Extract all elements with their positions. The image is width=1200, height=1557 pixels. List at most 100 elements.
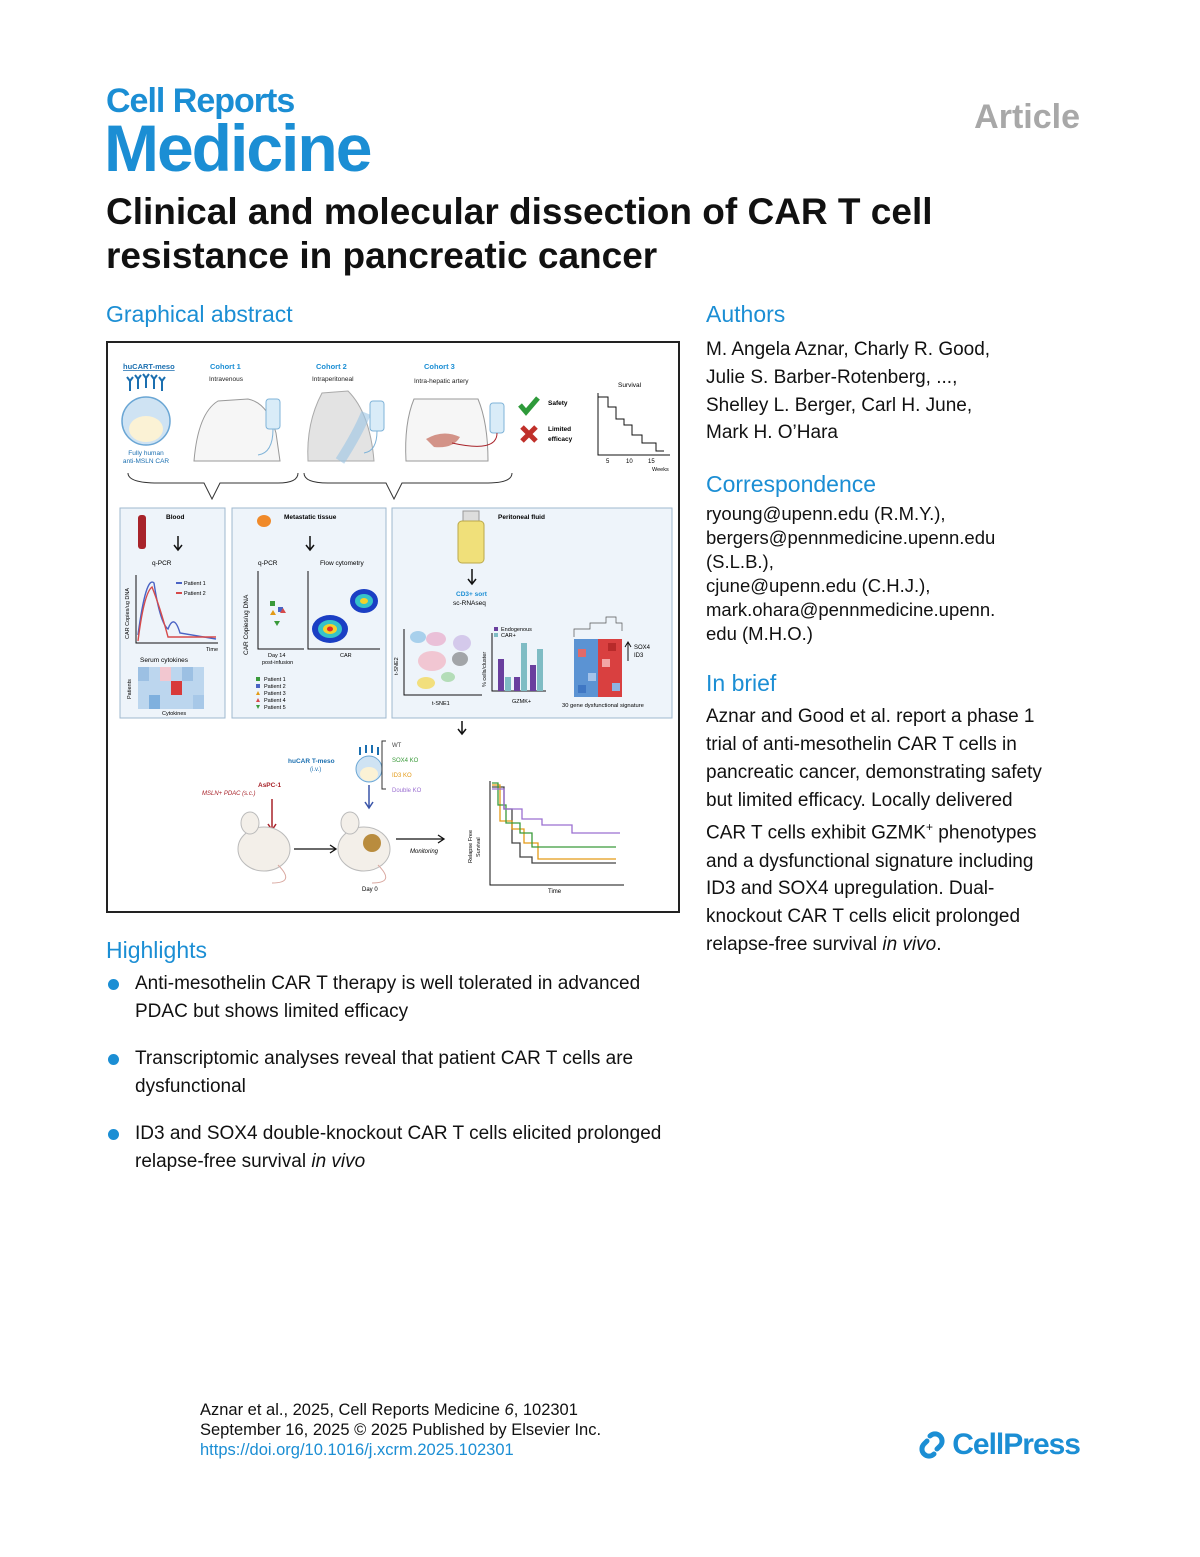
survival-tick-10: 10 xyxy=(626,459,633,465)
cohort-2-iv-bag xyxy=(369,400,385,432)
survival-tick-15: 15 xyxy=(648,459,655,465)
correspondence-line: (S.L.B.), xyxy=(706,551,774,573)
highlight-text: Transcriptomic analyses reveal that pati… xyxy=(135,1048,634,1097)
group-sox4: SOX4 KO xyxy=(392,758,419,764)
in-brief-period: . xyxy=(936,933,942,955)
cohort-3-iv-bag xyxy=(489,402,505,434)
metastatic-method-2: Flow cytometry xyxy=(320,560,364,567)
correspondence-line[interactable]: ryoung@upenn.edu (R.M.Y.), xyxy=(706,503,946,525)
tumor-label-2: MSLN+ PDAC (s.c.) xyxy=(202,791,256,797)
doi-link[interactable]: https://doi.org/10.1016/j.xcrm.2025.1023… xyxy=(200,1441,514,1459)
gene-sox4: SOX4 xyxy=(634,645,651,651)
graphical-abstract-heading: Graphical abstract xyxy=(106,301,293,327)
car-t-cell-icon xyxy=(121,373,171,446)
survival-title: Survival xyxy=(618,382,642,389)
author-line: Shelley L. Berger, Carl H. June, xyxy=(706,394,973,416)
cohort-2-abdomen xyxy=(307,390,375,462)
in-brief-line-text: relapse-free survival xyxy=(706,933,878,955)
authors-heading: Authors xyxy=(706,301,786,327)
in-brief-line: but limited efficacy. Locally delivered xyxy=(706,789,1013,811)
peritoneal-bottle-icon xyxy=(457,510,485,564)
mouse-2-icon xyxy=(337,811,391,884)
survival-axes xyxy=(597,393,670,456)
blood-tube-icon xyxy=(138,515,146,549)
cytokine-heatmap xyxy=(138,667,204,709)
invivo-cell-label-1: huCAR T-meso xyxy=(288,758,335,765)
journal-name-line-2: Medicine xyxy=(104,111,372,185)
article-title: Clinical and molecular dissection of CAR… xyxy=(106,191,933,276)
bar-legend-1: Endogenous xyxy=(501,627,532,633)
bullet-icon xyxy=(108,979,119,990)
metastatic-legend-3: Patient 3 xyxy=(264,691,286,697)
safety-label: Safety xyxy=(548,400,568,407)
cohort-3-route: Intra-hepatic artery xyxy=(414,378,469,385)
cytokine-xlabel: Cytokines xyxy=(162,711,186,717)
highlight-text: ID3 and SOX4 double-knockout CAR T cells… xyxy=(135,1123,662,1172)
check-icon xyxy=(518,396,540,416)
citation-prefix: Aznar et al., 2025, Cell Reports Medicin… xyxy=(200,1401,505,1419)
group-double: Double KO xyxy=(392,788,422,794)
highlight-text: Anti-mesothelin CAR T therapy is well to… xyxy=(135,973,641,1022)
product-label: huCART-meso xyxy=(123,362,175,371)
in-brief-line: and a dysfunctional signature including xyxy=(706,850,1034,872)
flow-axes xyxy=(307,571,380,650)
brace-cohort-2-3 xyxy=(303,472,513,501)
correspondence-line[interactable]: mark.ohara@pennmedicine.upenn. xyxy=(706,599,996,621)
bullet-icon xyxy=(108,1129,119,1140)
km-ylabel-1: Relapse Free xyxy=(468,830,474,863)
correspondence-line[interactable]: cjune@upenn.edu (C.H.J.), xyxy=(706,575,931,597)
blood-legend-2: Patient 2 xyxy=(184,591,206,597)
right-column: Authors M. Angela Aznar, Charly R. Good,… xyxy=(706,301,1086,959)
cohort-2-name: Cohort 2 xyxy=(316,362,347,371)
tissue-icon xyxy=(257,515,271,527)
flow-cytometry-plot xyxy=(312,589,378,643)
tsne-axes xyxy=(403,629,482,696)
metastatic-method-1: q-PCR xyxy=(258,560,278,567)
brace-cohort-1 xyxy=(127,472,299,501)
blood-method: q-PCR xyxy=(152,560,172,567)
blood-ylabel: CAR Copies/ug DNA xyxy=(125,588,131,639)
metastatic-axes xyxy=(257,571,304,650)
in-brief-line: Aznar and Good et al. report a phase 1 xyxy=(706,706,1035,728)
cellpress-logo: CellPress xyxy=(916,1428,1081,1462)
product-caption-2: anti-MSLN CAR xyxy=(123,458,170,465)
metastatic-xlabel-2: post-infusion xyxy=(262,660,293,666)
blood-patient-1-curve xyxy=(137,581,217,640)
product-caption-1: Fully human xyxy=(128,450,164,457)
correspondence-line[interactable]: edu (M.H.O.) xyxy=(706,623,813,645)
correspondence-line[interactable]: bergers@pennmedicine.upenn.edu xyxy=(706,527,996,549)
group-wt: WT xyxy=(392,743,402,749)
publication-date-line: September 16, 2025 © 2025 Published by E… xyxy=(200,1421,602,1439)
bullet-icon xyxy=(108,1054,119,1065)
highlight-item: Transcriptomic analyses reveal that pati… xyxy=(106,1045,696,1101)
sort-label: CD3+ sort xyxy=(456,591,488,598)
invivo-car-t-icon xyxy=(355,745,383,783)
citation-footer: Aznar et al., 2025, Cell Reports Medicin… xyxy=(200,1400,601,1460)
highlight-item: ID3 and SOX4 double-knockout CAR T cells… xyxy=(106,1120,696,1176)
cross-icon xyxy=(520,425,538,443)
gzmk-bars xyxy=(498,643,543,691)
monitoring-label: Monitoring xyxy=(410,849,439,855)
metastatic-title: Metastatic tissue xyxy=(284,514,337,521)
cohort-3-name: Cohort 3 xyxy=(424,362,455,371)
blood-xlabel: Time xyxy=(206,647,218,653)
cohort-1-name: Cohort 1 xyxy=(210,362,241,371)
citation-suffix: , 102301 xyxy=(513,1401,578,1419)
cellpress-link-icon xyxy=(919,1431,945,1459)
metastatic-legend-2: Patient 2 xyxy=(264,684,286,690)
in-brief-text: Aznar and Good et al. report a phase 1 t… xyxy=(706,703,1086,959)
metastatic-legend: Patient 1 Patient 2 Patient 3 Patient 4 … xyxy=(256,677,286,711)
survival-curve xyxy=(598,396,664,452)
citation-line: Aznar et al., 2025, Cell Reports Medicin… xyxy=(200,1400,601,1420)
signature-label: 30 gene dysfunctional signature xyxy=(562,703,644,709)
km-curve-double xyxy=(492,788,620,834)
metastatic-legend-5: Patient 5 xyxy=(264,705,286,711)
in-brief-line: ID3 and SOX4 upregulation. Dual- xyxy=(706,878,995,900)
in-brief-line: knockout CAR T cells elicit prolonged xyxy=(706,906,1021,928)
in-brief-heading: In brief xyxy=(706,670,777,697)
bar-axes xyxy=(491,633,546,692)
bar-legend-2: CAR+ xyxy=(501,633,516,639)
graphical-abstract-svg: huCART-meso Fully human anti-MSLN CAR Co… xyxy=(119,362,673,895)
blood-axes xyxy=(135,575,218,644)
bar-xlabel: GZMK+ xyxy=(512,699,531,705)
